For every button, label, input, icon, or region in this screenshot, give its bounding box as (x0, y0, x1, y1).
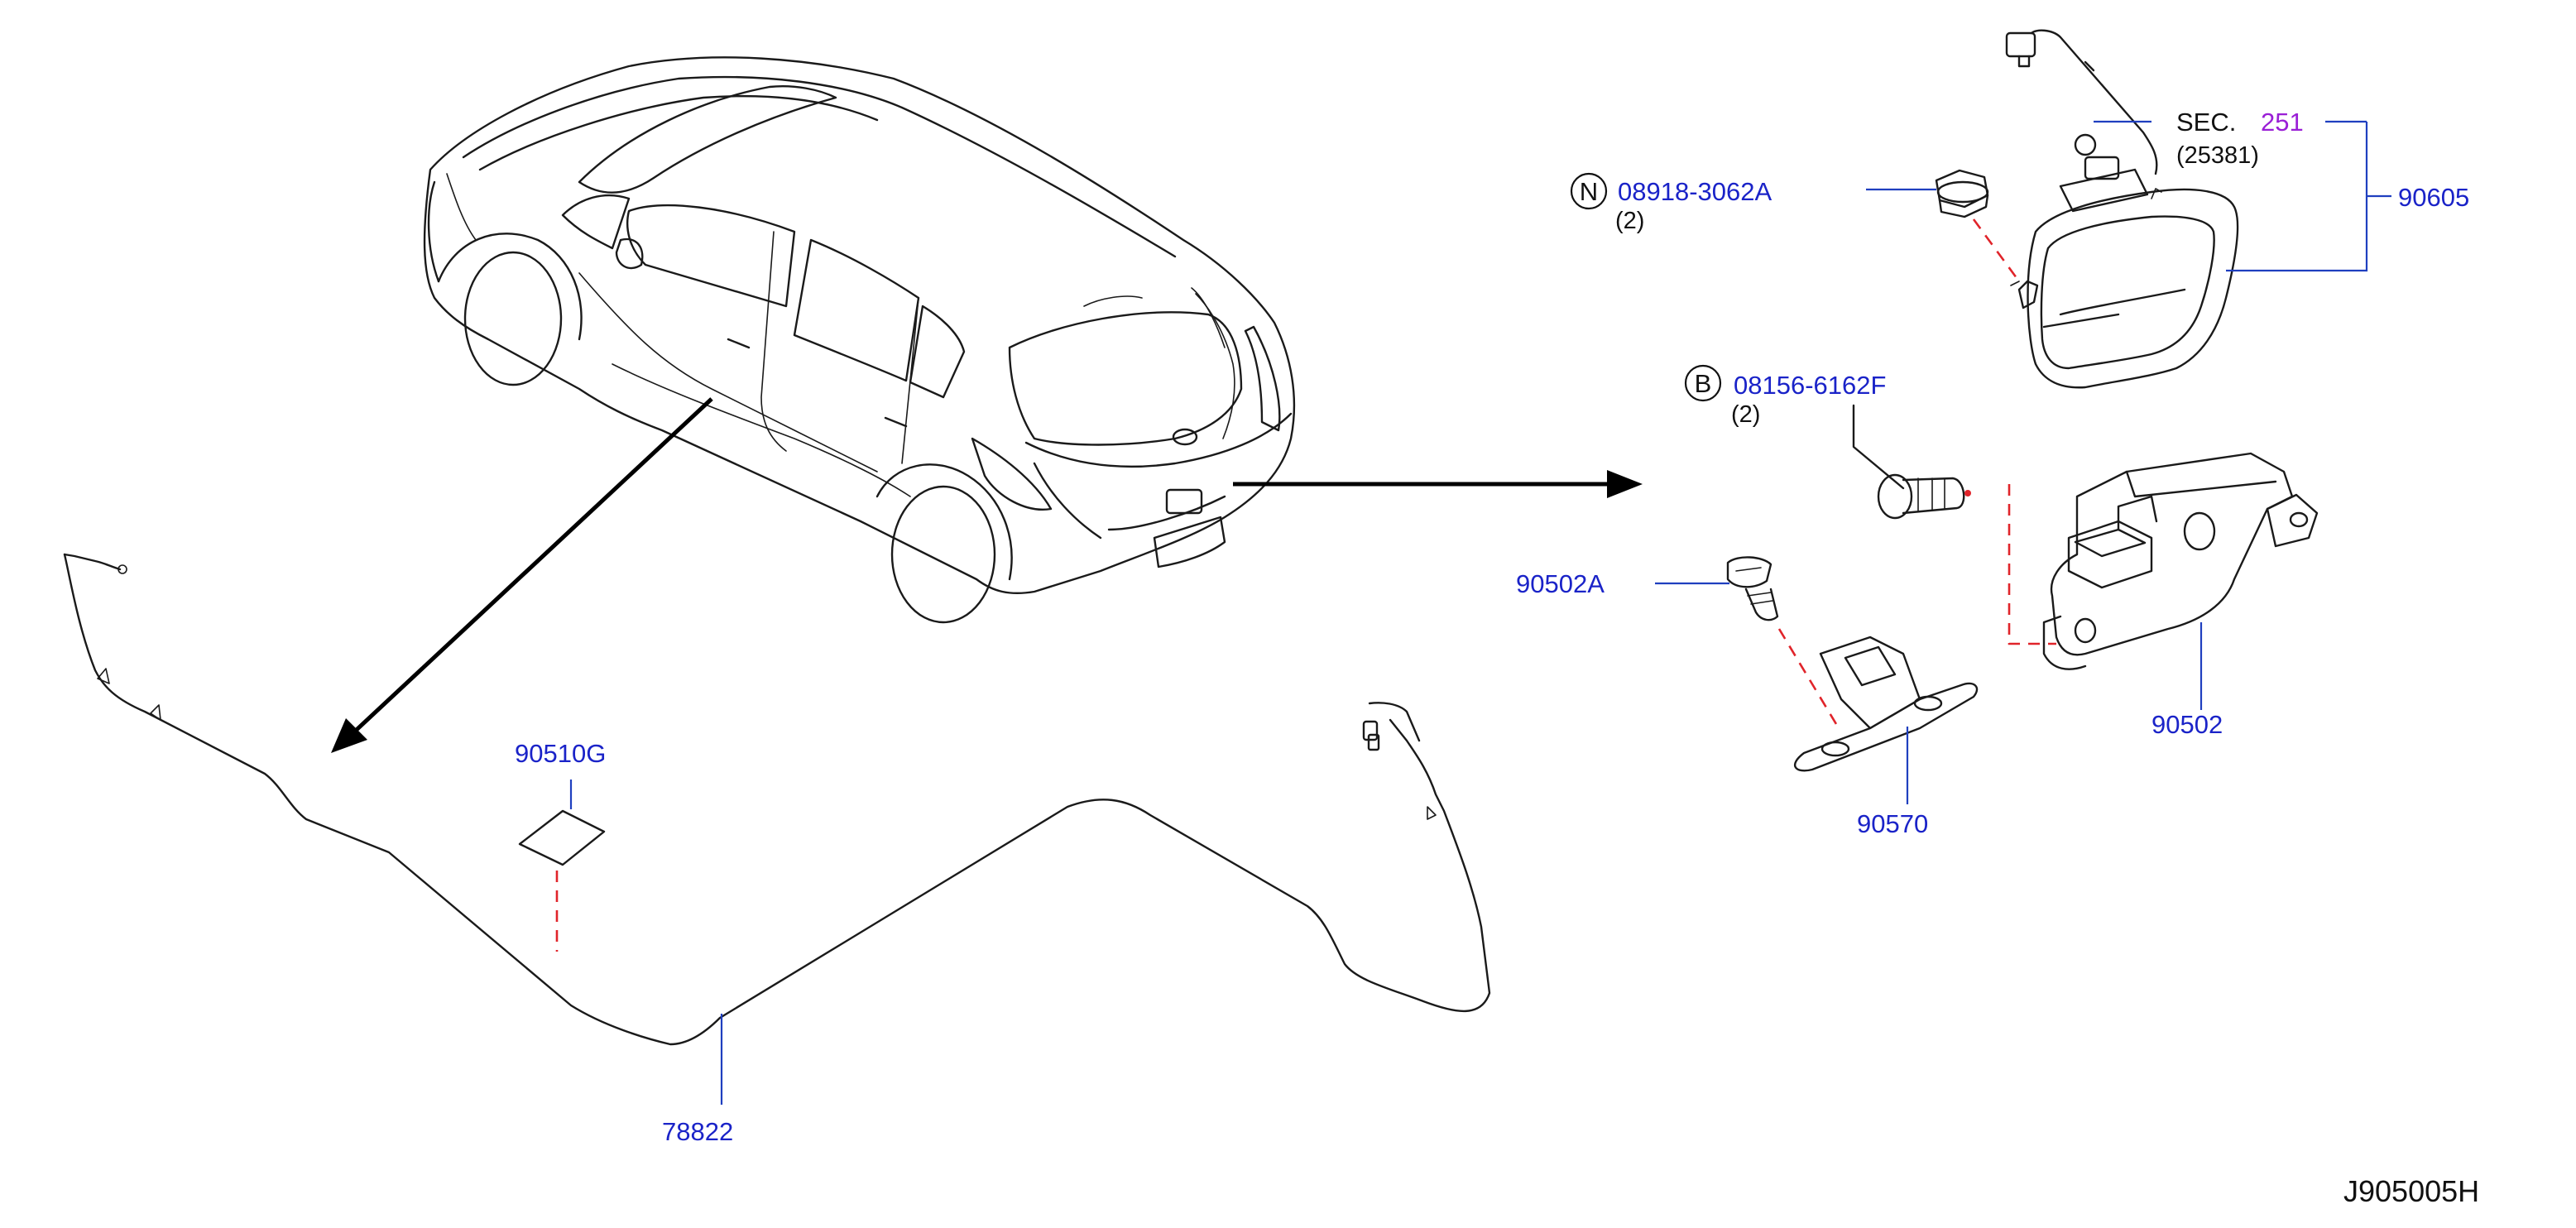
nut-quantity: (2) (1615, 208, 1644, 234)
harness-part-number: 78822 (662, 1117, 733, 1146)
label-section-ref: SEC. 251 (25381) (2176, 108, 2304, 169)
label-harness: 78822 (662, 1014, 733, 1146)
section-label: SEC. (2176, 108, 2236, 137)
lock-part-number: 90502 (2151, 710, 2223, 739)
bolt-part-number: 08156-6162F (1734, 371, 1886, 400)
wire-harness (63, 553, 1491, 1046)
lock-actuator-90502 (2008, 452, 2319, 710)
handle-assembly-90605 (1866, 29, 2391, 389)
nut-part-number: 08918-3062A (1618, 177, 1772, 206)
bolt-prefix: B (1695, 369, 1712, 398)
vehicle-illustration (423, 56, 1296, 624)
screw-part-number: 90502A (1516, 569, 1605, 598)
label-nut: N 08918-3062A (2) (1570, 172, 1772, 234)
bolt-quantity: (2) (1731, 401, 1760, 428)
nut-prefix: N (1580, 177, 1598, 206)
diagram-code: J905005H (2343, 1174, 2479, 1208)
striker-part-number: 90570 (1857, 809, 1928, 838)
handle-part-number: 90605 (2398, 183, 2469, 212)
screw-90502a (1655, 556, 1840, 729)
section-sub-number: (25381) (2176, 142, 2259, 169)
callout-arrows (331, 397, 1643, 753)
clip-part-number: 90510G (515, 739, 606, 768)
section-number: 251 (2261, 108, 2304, 137)
striker-90570 (1793, 636, 1979, 804)
bolt-08156 (1852, 404, 1971, 520)
label-bolt: B 08156-6162F (2) (1684, 364, 1886, 428)
clip-90510g (518, 779, 606, 952)
